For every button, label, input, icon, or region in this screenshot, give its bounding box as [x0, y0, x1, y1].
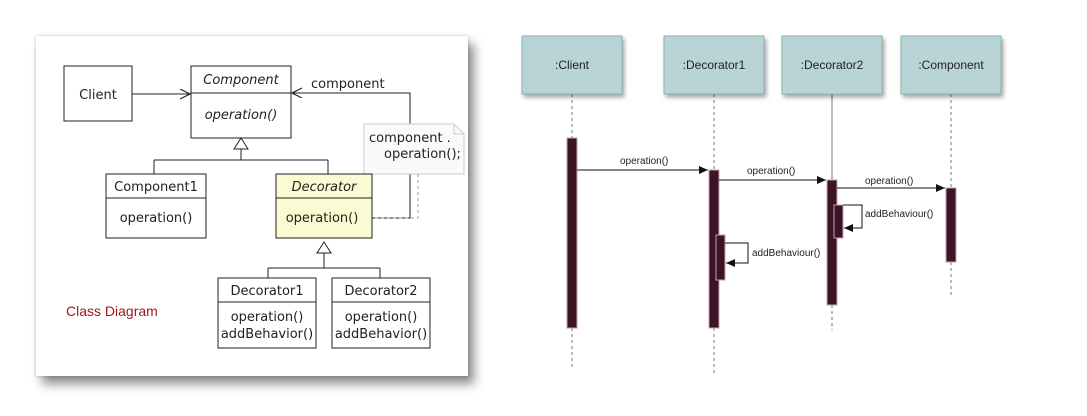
activation-client [566, 137, 578, 329]
self-call-decorator2-label: addBehaviour() [865, 209, 933, 220]
note-connector [358, 174, 419, 219]
client-class: Client [63, 65, 133, 122]
message-decorator2-to-component: operation() [837, 176, 945, 192]
self-call-decorator1-label: addBehaviour() [752, 248, 820, 259]
note-line-2: operation(); [384, 147, 461, 162]
component1-method: operation() [120, 211, 193, 226]
decorator2-class: Decorator2 operation() addBehavior() [331, 277, 431, 349]
client-label: Client [79, 88, 117, 103]
decorator-class: Decorator operation() [275, 173, 373, 239]
message-2-label: operation() [747, 166, 795, 177]
activation-decorator1-nested [715, 234, 726, 281]
participant-client: :Client [521, 35, 623, 95]
decorator2-method-1: operation() [345, 310, 418, 325]
decorator2-method-2: addBehavior() [335, 327, 427, 342]
class-diagram-title: Class Diagram [66, 303, 158, 319]
self-call-decorator2: addBehaviour() [843, 204, 933, 232]
decorator1-method-1: operation() [231, 310, 304, 325]
class-diagram-panel: Client Component operation() component c… [36, 36, 468, 376]
component-name: Component [203, 73, 279, 88]
participant-component: :Component [900, 35, 1002, 95]
participant-decorator1-label: :Decorator1 [683, 58, 746, 72]
self-call-decorator1: addBehaviour() [725, 242, 820, 267]
activation-decorator2 [826, 179, 838, 306]
component-method: operation() [205, 108, 278, 123]
generalization-triangle-component [233, 137, 249, 150]
class-diagram-svg: Client Component operation() component c… [63, 65, 465, 349]
message-client-to-decorator1: operation() [577, 156, 708, 174]
activation-component [945, 187, 957, 263]
note-line-1: component . [369, 131, 451, 146]
component1-name: Component1 [114, 180, 198, 195]
activation-decorator2-nested [833, 204, 844, 239]
participant-client-label: :Client [555, 58, 590, 72]
participant-decorator2: :Decorator2 [781, 35, 883, 95]
participant-component-label: :Component [918, 58, 984, 72]
decorator-name: Decorator [292, 180, 358, 195]
activation-decorator1 [708, 169, 720, 329]
decorator2-name: Decorator2 [344, 284, 417, 299]
component1-class: Component1 operation() [105, 173, 207, 239]
decorator1-name: Decorator1 [230, 284, 303, 299]
message-3-label: operation() [865, 176, 913, 187]
decorator-method: operation() [286, 211, 359, 226]
component-assoc-label: component [311, 77, 385, 92]
participant-decorator2-label: :Decorator2 [801, 58, 864, 72]
message-decorator1-to-decorator2: operation() [719, 166, 826, 184]
code-note: component . operation(); [363, 123, 465, 175]
participant-decorator1: :Decorator1 [663, 35, 765, 95]
decorator1-class: Decorator1 operation() addBehavior() [217, 277, 317, 349]
component-class: Component operation() [190, 65, 292, 139]
decorator1-method-2: addBehavior() [221, 327, 313, 342]
generalization-triangle-decorator [316, 241, 332, 254]
message-1-label: operation() [620, 156, 668, 167]
